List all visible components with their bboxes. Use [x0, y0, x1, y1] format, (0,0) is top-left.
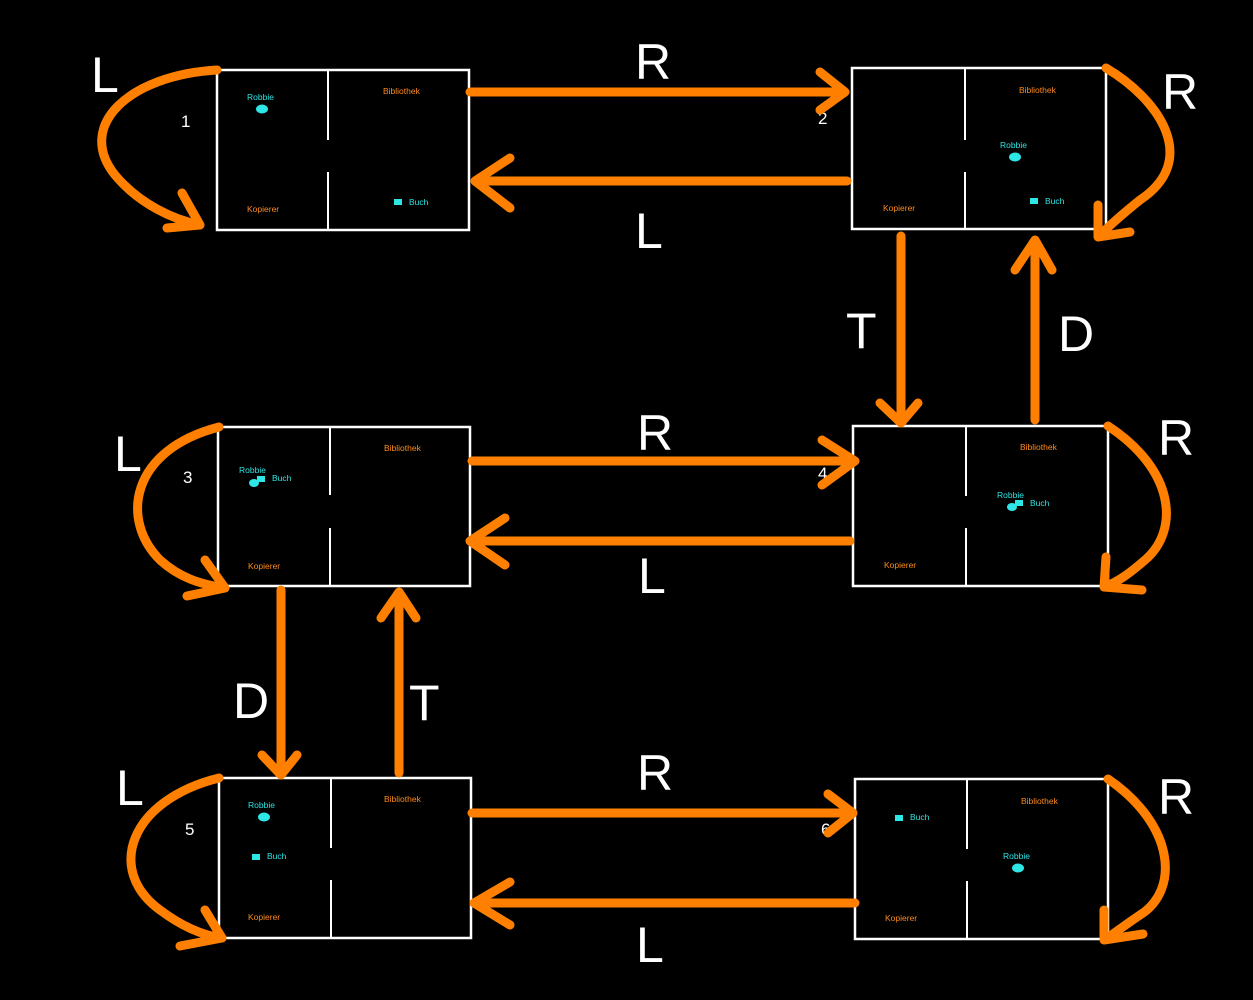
label-s6-to-s5: L	[636, 917, 664, 973]
state-4-bibliothek-label: Bibliothek	[1020, 442, 1058, 452]
arrow-s2-to-s1	[470, 153, 852, 213]
state-1: 1 Robbie Bibliothek Kopierer Buch	[181, 68, 471, 232]
state-3-buch-label: Buch	[272, 473, 292, 483]
arrow-s2-to-s4	[875, 231, 923, 428]
state-6-buch-label: Buch	[910, 812, 930, 822]
label-s3-to-s4: R	[637, 405, 673, 461]
state-1-number: 1	[181, 112, 190, 131]
state-6-buch-square	[895, 815, 903, 821]
state-4-robbie-dot	[1007, 503, 1017, 511]
arrow-s3-L-loop	[133, 422, 230, 601]
state-2-buch-square	[1030, 198, 1038, 204]
state-4-number: 4	[818, 464, 827, 483]
state-2-bibliothek-label: Bibliothek	[1019, 85, 1057, 95]
state-3: 3 Bibliothek Robbie Buch Kopierer	[183, 425, 472, 588]
arrow-s5-to-s6	[467, 789, 858, 838]
state-2-robbie-label: Robbie	[1000, 140, 1027, 150]
state-2-kopierer-label: Kopierer	[883, 203, 915, 213]
state-6-box	[853, 777, 1110, 941]
label-s5-L-loop: L	[116, 760, 144, 816]
arrow-s1-to-s2	[465, 67, 850, 115]
state-1-kopierer-label: Kopierer	[247, 204, 279, 214]
state-4-kopierer-label: Kopierer	[884, 560, 916, 570]
state-4: 4 Bibliothek Robbie Buch Kopierer	[818, 424, 1110, 588]
label-s2-to-s1: L	[635, 203, 663, 259]
state-4-buch-label: Buch	[1030, 498, 1050, 508]
label-s2-to-s4: T	[846, 303, 877, 359]
label-s6-R-loop: R	[1158, 769, 1194, 825]
state-6-bibliothek-label: Bibliothek	[1021, 796, 1059, 806]
state-3-kopierer-label: Kopierer	[248, 561, 280, 571]
arrow-s4-to-s3	[465, 513, 855, 570]
state-3-buch-square	[257, 476, 265, 482]
state-1-box	[215, 68, 471, 232]
label-s1-to-s2: R	[635, 34, 671, 90]
arrow-s3-to-s5	[257, 585, 302, 780]
state-1-robbie-dot	[256, 104, 268, 114]
label-s3-L-loop: L	[114, 426, 142, 482]
state-5-robbie-dot	[258, 812, 270, 822]
arrow-s3-to-s4	[467, 435, 860, 490]
state-4-box	[851, 424, 1110, 588]
state-5-number: 5	[185, 820, 194, 839]
state-1-robbie-label: Robbie	[247, 92, 274, 102]
state-6-robbie-label: Robbie	[1003, 851, 1030, 861]
state-6-kopierer-label: Kopierer	[885, 913, 917, 923]
arrow-s5-L-loop	[126, 773, 227, 951]
state-3-bibliothek-label: Bibliothek	[384, 443, 422, 453]
state-2-buch-label: Buch	[1045, 196, 1065, 206]
state-6: 6 Buch Bibliothek Robbie Kopierer	[821, 777, 1110, 941]
label-s3-to-s5: D	[233, 673, 269, 729]
label-s2-R-loop: R	[1162, 64, 1198, 120]
label-s4-to-s3: L	[638, 548, 666, 604]
arrow-s4-to-s2	[1010, 235, 1057, 425]
state-2-box	[850, 66, 1108, 231]
state-3-robbie-dot	[249, 479, 259, 487]
label-s5-to-s3: T	[409, 675, 440, 731]
label-s5-to-s6: R	[637, 745, 673, 801]
arrow-s6-to-s5	[469, 877, 860, 930]
state-1-buch-label: Buch	[409, 197, 429, 207]
label-s4-to-s2: D	[1058, 306, 1094, 362]
state-5-box	[217, 776, 473, 940]
state-5-robbie-label: Robbie	[248, 800, 275, 810]
state-5: 5 Robbie Buch Bibliothek Kopierer	[185, 776, 473, 940]
state-4-buch-square	[1015, 500, 1023, 506]
arrow-s1-L-loop	[97, 65, 222, 233]
state-2-number: 2	[818, 109, 827, 128]
label-s4-R-loop: R	[1158, 410, 1194, 466]
state-2-robbie-dot	[1009, 152, 1021, 162]
state-6-robbie-dot	[1012, 863, 1024, 873]
state-5-buch-square	[252, 854, 260, 860]
arrow-s4-R-loop	[1099, 421, 1171, 595]
state-3-robbie-label: Robbie	[239, 465, 266, 475]
state-1-bibliothek-label: Bibliothek	[383, 86, 421, 96]
state-4-robbie-label: Robbie	[997, 490, 1024, 500]
arrow-s5-to-s3	[376, 587, 421, 778]
state-1-buch-square	[394, 199, 402, 205]
arrow-s6-R-loop	[1099, 774, 1170, 945]
state-5-bibliothek-label: Bibliothek	[384, 794, 422, 804]
state-2: 2 Bibliothek Robbie Kopierer Buch	[818, 66, 1108, 231]
state-5-kopierer-label: Kopierer	[248, 912, 280, 922]
label-s1-L-loop: L	[91, 47, 119, 103]
state-5-buch-label: Buch	[267, 851, 287, 861]
arrow-s2-R-loop	[1093, 63, 1175, 242]
state-3-number: 3	[183, 468, 192, 487]
state-3-box	[216, 425, 472, 588]
